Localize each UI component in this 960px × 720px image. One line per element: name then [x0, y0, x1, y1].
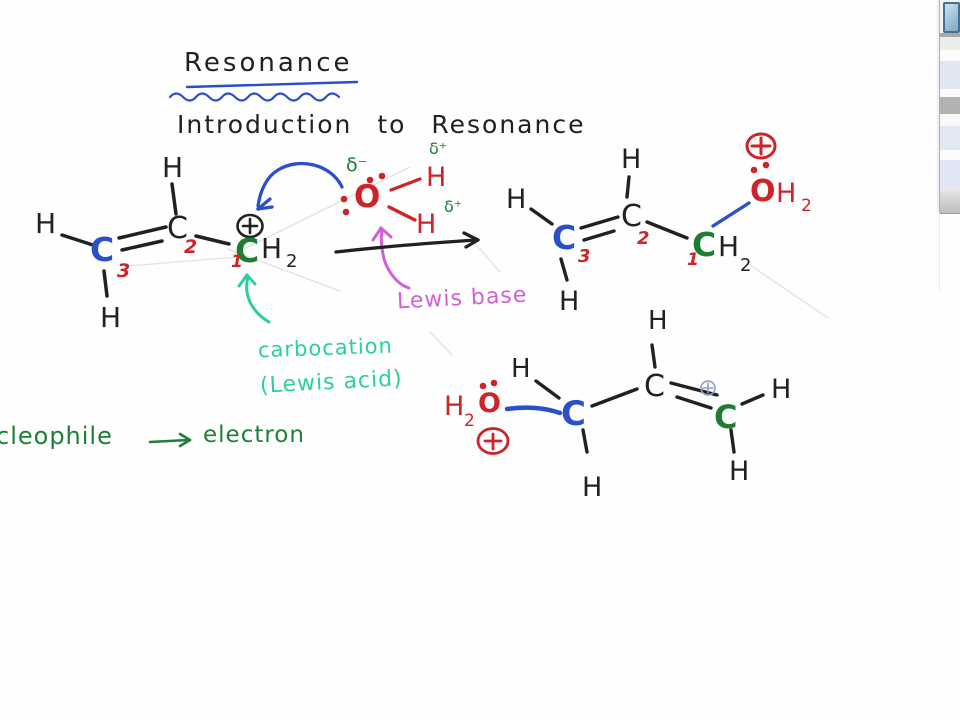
- right-edge-panel[interactable]: [939, 0, 960, 214]
- reactant-c1-number: 1: [231, 252, 243, 272]
- product1-bonds: [529, 175, 689, 282]
- product2-h2o-subscript: 2: [464, 411, 475, 431]
- curved-arrow-teal: [237, 273, 271, 324]
- reactant-bonds: [60, 182, 231, 298]
- product1-h-top: H: [621, 144, 642, 175]
- reactant-h-top: H: [162, 151, 184, 184]
- carbocation-annotation: carbocation: [257, 333, 394, 363]
- product1-oh2-plus-charge: [745, 132, 777, 160]
- water-h-lower: H: [416, 209, 437, 240]
- product2-c-green-label: C: [714, 398, 738, 436]
- panel-thumbnail-icon[interactable]: [943, 2, 960, 33]
- product2-c-blue-label: C: [561, 394, 586, 434]
- reactant-ch2-subscript: 2: [286, 251, 298, 272]
- reactant-c3-number: 3: [117, 260, 131, 282]
- product1-blue-bond-oh2: [711, 201, 751, 228]
- reactant-c1-label: C: [235, 231, 260, 270]
- panel-row: [940, 61, 960, 89]
- panel-divider: [940, 33, 960, 37]
- reactant-c2-label: C: [167, 211, 188, 246]
- product2-h2o-h: H: [444, 391, 465, 422]
- panel-row: [940, 89, 960, 97]
- double-bond-upper: [117, 225, 168, 240]
- water-delta-plus-upper: δ⁺: [429, 139, 448, 158]
- product2-c-mid-label: C: [644, 369, 665, 404]
- product2-lone-pair-dots: [479, 379, 498, 390]
- product1-oh2-subscript: 2: [801, 196, 812, 216]
- panel-row: [940, 50, 960, 61]
- water-lone-pair-dots: [340, 172, 386, 216]
- product2-bonds: [534, 343, 765, 454]
- reaction-arrow: [334, 231, 480, 254]
- reactant-h-bottom: H: [100, 301, 122, 334]
- nucleophile-annotation: cleophile: [0, 422, 113, 450]
- product1-lone-pair-dots: [750, 161, 770, 174]
- curved-arrow-magenta: [371, 226, 411, 290]
- water-h-upper: H: [426, 162, 447, 193]
- water-o-label: O: [354, 179, 381, 215]
- product2-blue-bond-h2o: [504, 405, 563, 416]
- panel-footer: [940, 187, 960, 214]
- panel-row: [940, 160, 960, 187]
- reactant-c2-number: 2: [184, 236, 198, 258]
- bond-h-left: [60, 233, 98, 248]
- reactant-ch2-h: H: [261, 232, 283, 265]
- product2-h-below-green-c: H: [729, 456, 750, 487]
- water-delta-plus-lower: δ⁺: [444, 197, 463, 216]
- product1-h-left: H: [506, 184, 527, 215]
- panel-row: [940, 126, 960, 150]
- nucleophile-arrow: [148, 432, 192, 448]
- page-title: Resonance: [184, 48, 353, 78]
- product2-small-plus-charge: [700, 380, 716, 396]
- reactant-h-left: H: [35, 207, 57, 240]
- product1-c2-label: C: [621, 199, 642, 234]
- double-bond-lower: [120, 239, 164, 252]
- product1-c1-number: 1: [687, 250, 699, 270]
- product2-h2o-o: O: [478, 388, 501, 419]
- product2-h-above-mid-c: H: [648, 306, 668, 336]
- panel-row: [940, 37, 960, 50]
- panel-row: [940, 150, 960, 160]
- product1-c3-number: 3: [578, 246, 591, 267]
- panel-edge-shadow: [939, 213, 940, 291]
- product2-h-below-blue-c: H: [582, 472, 603, 503]
- product1-ch2-h: H: [718, 230, 740, 263]
- bond-h-top: [170, 182, 178, 216]
- curved-arrow-blue: [256, 161, 344, 211]
- product1-oh2-o: O: [750, 174, 776, 209]
- product1-c3-label: C: [552, 218, 577, 257]
- water-delta-minus: δ⁻: [346, 154, 368, 176]
- product1-h-bottom: H: [559, 286, 580, 317]
- title-underline: [168, 80, 359, 102]
- product1-ch2-subscript: 2: [740, 255, 752, 276]
- panel-row-selected[interactable]: [940, 97, 960, 114]
- reactant-c3-label: C: [90, 230, 115, 269]
- page-subtitle: Introduction to Resonance: [177, 110, 586, 139]
- electron-annotation: electron: [203, 422, 305, 448]
- product1-oh2-h: H: [776, 178, 797, 209]
- product2-h-right: H: [771, 374, 792, 405]
- product2-h-topleft: H: [511, 354, 531, 384]
- bond-c2-c1: [194, 234, 231, 246]
- panel-row: [940, 114, 960, 126]
- water-bonds: [387, 177, 422, 222]
- reactant-plus-charge: [236, 213, 264, 239]
- bond-h-bottom: [102, 269, 109, 298]
- faint-stray-lines: [127, 166, 829, 356]
- product2-h2o-plus-charge: [476, 427, 510, 455]
- product1-c1-label: C: [692, 225, 717, 264]
- product1-c2-number: 2: [637, 228, 650, 249]
